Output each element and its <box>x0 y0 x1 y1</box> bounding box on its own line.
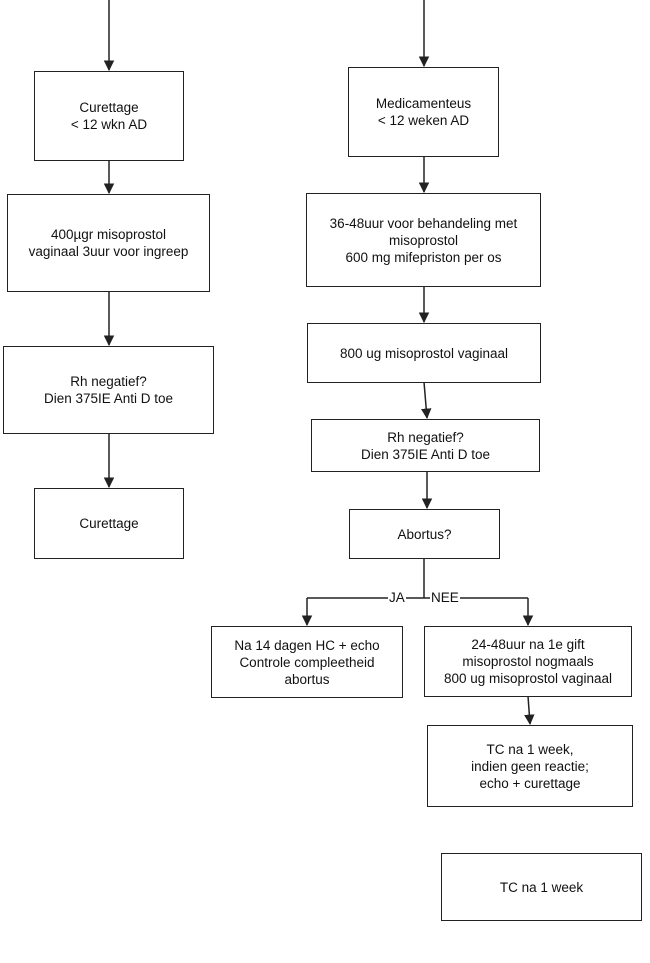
box-line: Rh negatief? <box>387 429 464 445</box>
tc-followup-box: TC na 1 week, indien geen reactie; echo … <box>427 725 633 807</box>
rh-negative-box-left: Rh negatief? Dien 375IE Anti D toe <box>3 346 214 434</box>
box-line: 400µgr misoprostol <box>50 227 167 242</box>
tc-short-box: TC na 1 week <box>441 853 642 921</box>
arrow-no-to-tc <box>524 695 535 726</box>
box-line: Dien 375IE Anti D toe <box>360 446 491 462</box>
branch-label-no: NEE <box>430 590 460 606</box>
box-line: misoprostol <box>388 232 458 248</box>
control-completeness-box: Na 14 dagen HC + echo Controle compleeth… <box>211 626 403 698</box>
box-line: Curettage <box>79 516 139 531</box>
box-line: Na 14 dagen HC + echo <box>234 637 380 653</box>
arrow-right-3-4 <box>420 381 432 420</box>
misoprostol-vaginal-box: 800 ug misoprostol vaginaal <box>307 323 541 383</box>
box-line: TC na 1 week <box>499 879 584 895</box>
box-line: < 12 wkn AD <box>70 117 148 132</box>
box-line: indien geen reactie; <box>471 758 589 774</box>
box-line: misoprostol nogmaals <box>462 654 594 669</box>
box-line: Dien 375IE Anti D toe <box>43 391 174 406</box>
mifepriston-box: 36-48uur voor behandeling met misoprosto… <box>306 193 541 287</box>
rh-negative-box-right: Rh negatief? Dien 375IE Anti D toe <box>311 419 540 472</box>
branch-label-yes: JA <box>388 590 406 606</box>
box-line: Rh negatief? <box>70 374 147 389</box>
box-line: echo + curettage <box>479 775 581 791</box>
medicamenteus-box: Medicamenteus < 12 weken AD <box>348 67 499 157</box>
box-line: vaginaal 3uur voor ingreep <box>28 244 189 259</box>
box-line: Controle compleetheid <box>239 654 375 670</box>
box-line: 36-48uur voor behandeling met <box>329 215 518 231</box>
curettage-final-box: Curettage <box>34 488 184 559</box>
box-line: 24-48uur na 1e gift <box>471 637 585 652</box>
box-line: 600 mg mifepriston per os <box>345 249 502 265</box>
box-line: TC na 1 week, <box>486 741 574 757</box>
box-line: Curettage <box>79 100 139 115</box>
box-line: 800 ug misoprostol vaginaal <box>443 671 613 686</box>
box-line: < 12 weken AD <box>377 113 470 128</box>
curettage-box: Curettage < 12 wkn AD <box>34 71 184 161</box>
box-line: Abortus? <box>397 526 452 542</box>
box-line: 800 ug misoprostol vaginaal <box>339 345 509 361</box>
misoprostol-pre-op-box: 400µgr misoprostol vaginaal 3uur voor in… <box>7 194 210 292</box>
abortus-decision-box: Abortus? <box>349 509 500 559</box>
box-line: Medicamenteus <box>375 96 472 111</box>
box-line: abortus <box>284 671 330 687</box>
repeat-misoprostol-box: 24-48uur na 1e gift misoprostol nogmaals… <box>424 626 632 697</box>
